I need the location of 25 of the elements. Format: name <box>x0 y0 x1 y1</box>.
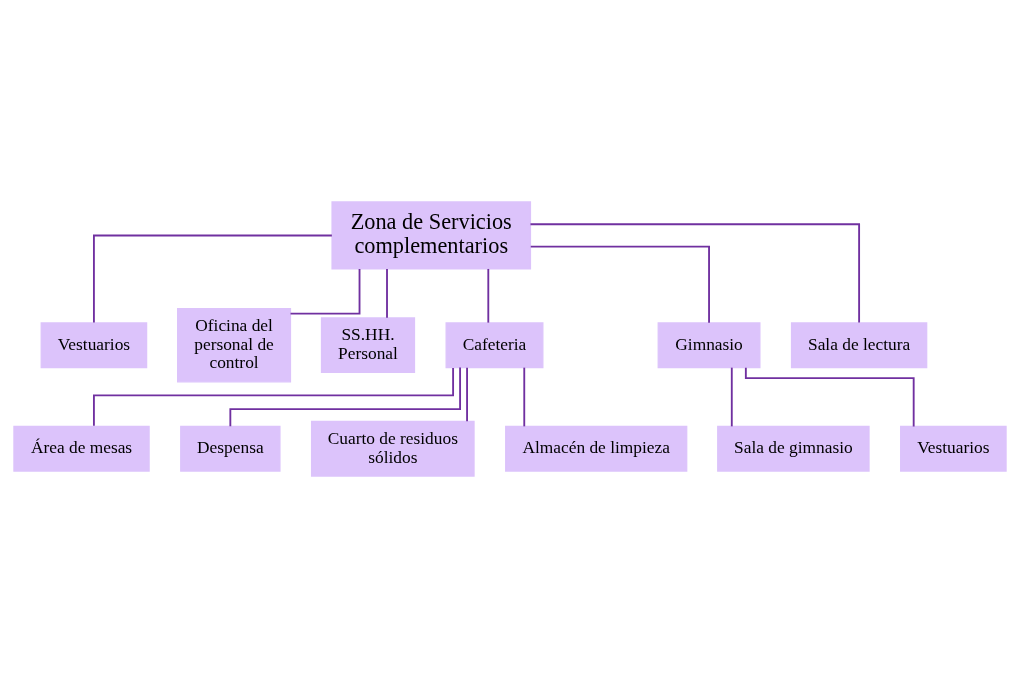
node-box: Cafeteria <box>445 321 544 368</box>
connector <box>523 366 526 427</box>
connector <box>529 222 861 323</box>
node-box: Gimnasio <box>657 321 761 368</box>
node-box: Oficina del personal de control <box>177 307 292 382</box>
node-box: SS.HH. Personal <box>320 316 416 373</box>
node-box: Sala de lectura <box>790 321 928 368</box>
connector <box>466 366 468 422</box>
node-box: Área de mesas <box>13 425 150 472</box>
node-box: Zona de Servicios complementarios <box>331 200 532 270</box>
connector <box>744 366 915 427</box>
connector <box>93 234 333 323</box>
connector <box>229 366 461 427</box>
connector <box>386 267 388 319</box>
node-box: Vestuarios <box>40 321 148 368</box>
connector <box>93 366 455 427</box>
node-box: Almacén de limpieza <box>505 425 688 472</box>
connector <box>487 267 490 324</box>
node-box: Cuarto de residuos sólidos <box>310 420 475 477</box>
node-box: Sala de gimnasio <box>717 425 870 472</box>
connector <box>529 245 710 324</box>
node-box: Vestuarios <box>900 425 1007 472</box>
connector <box>289 267 361 314</box>
node-box: Despensa <box>180 425 281 472</box>
connector <box>730 366 733 427</box>
